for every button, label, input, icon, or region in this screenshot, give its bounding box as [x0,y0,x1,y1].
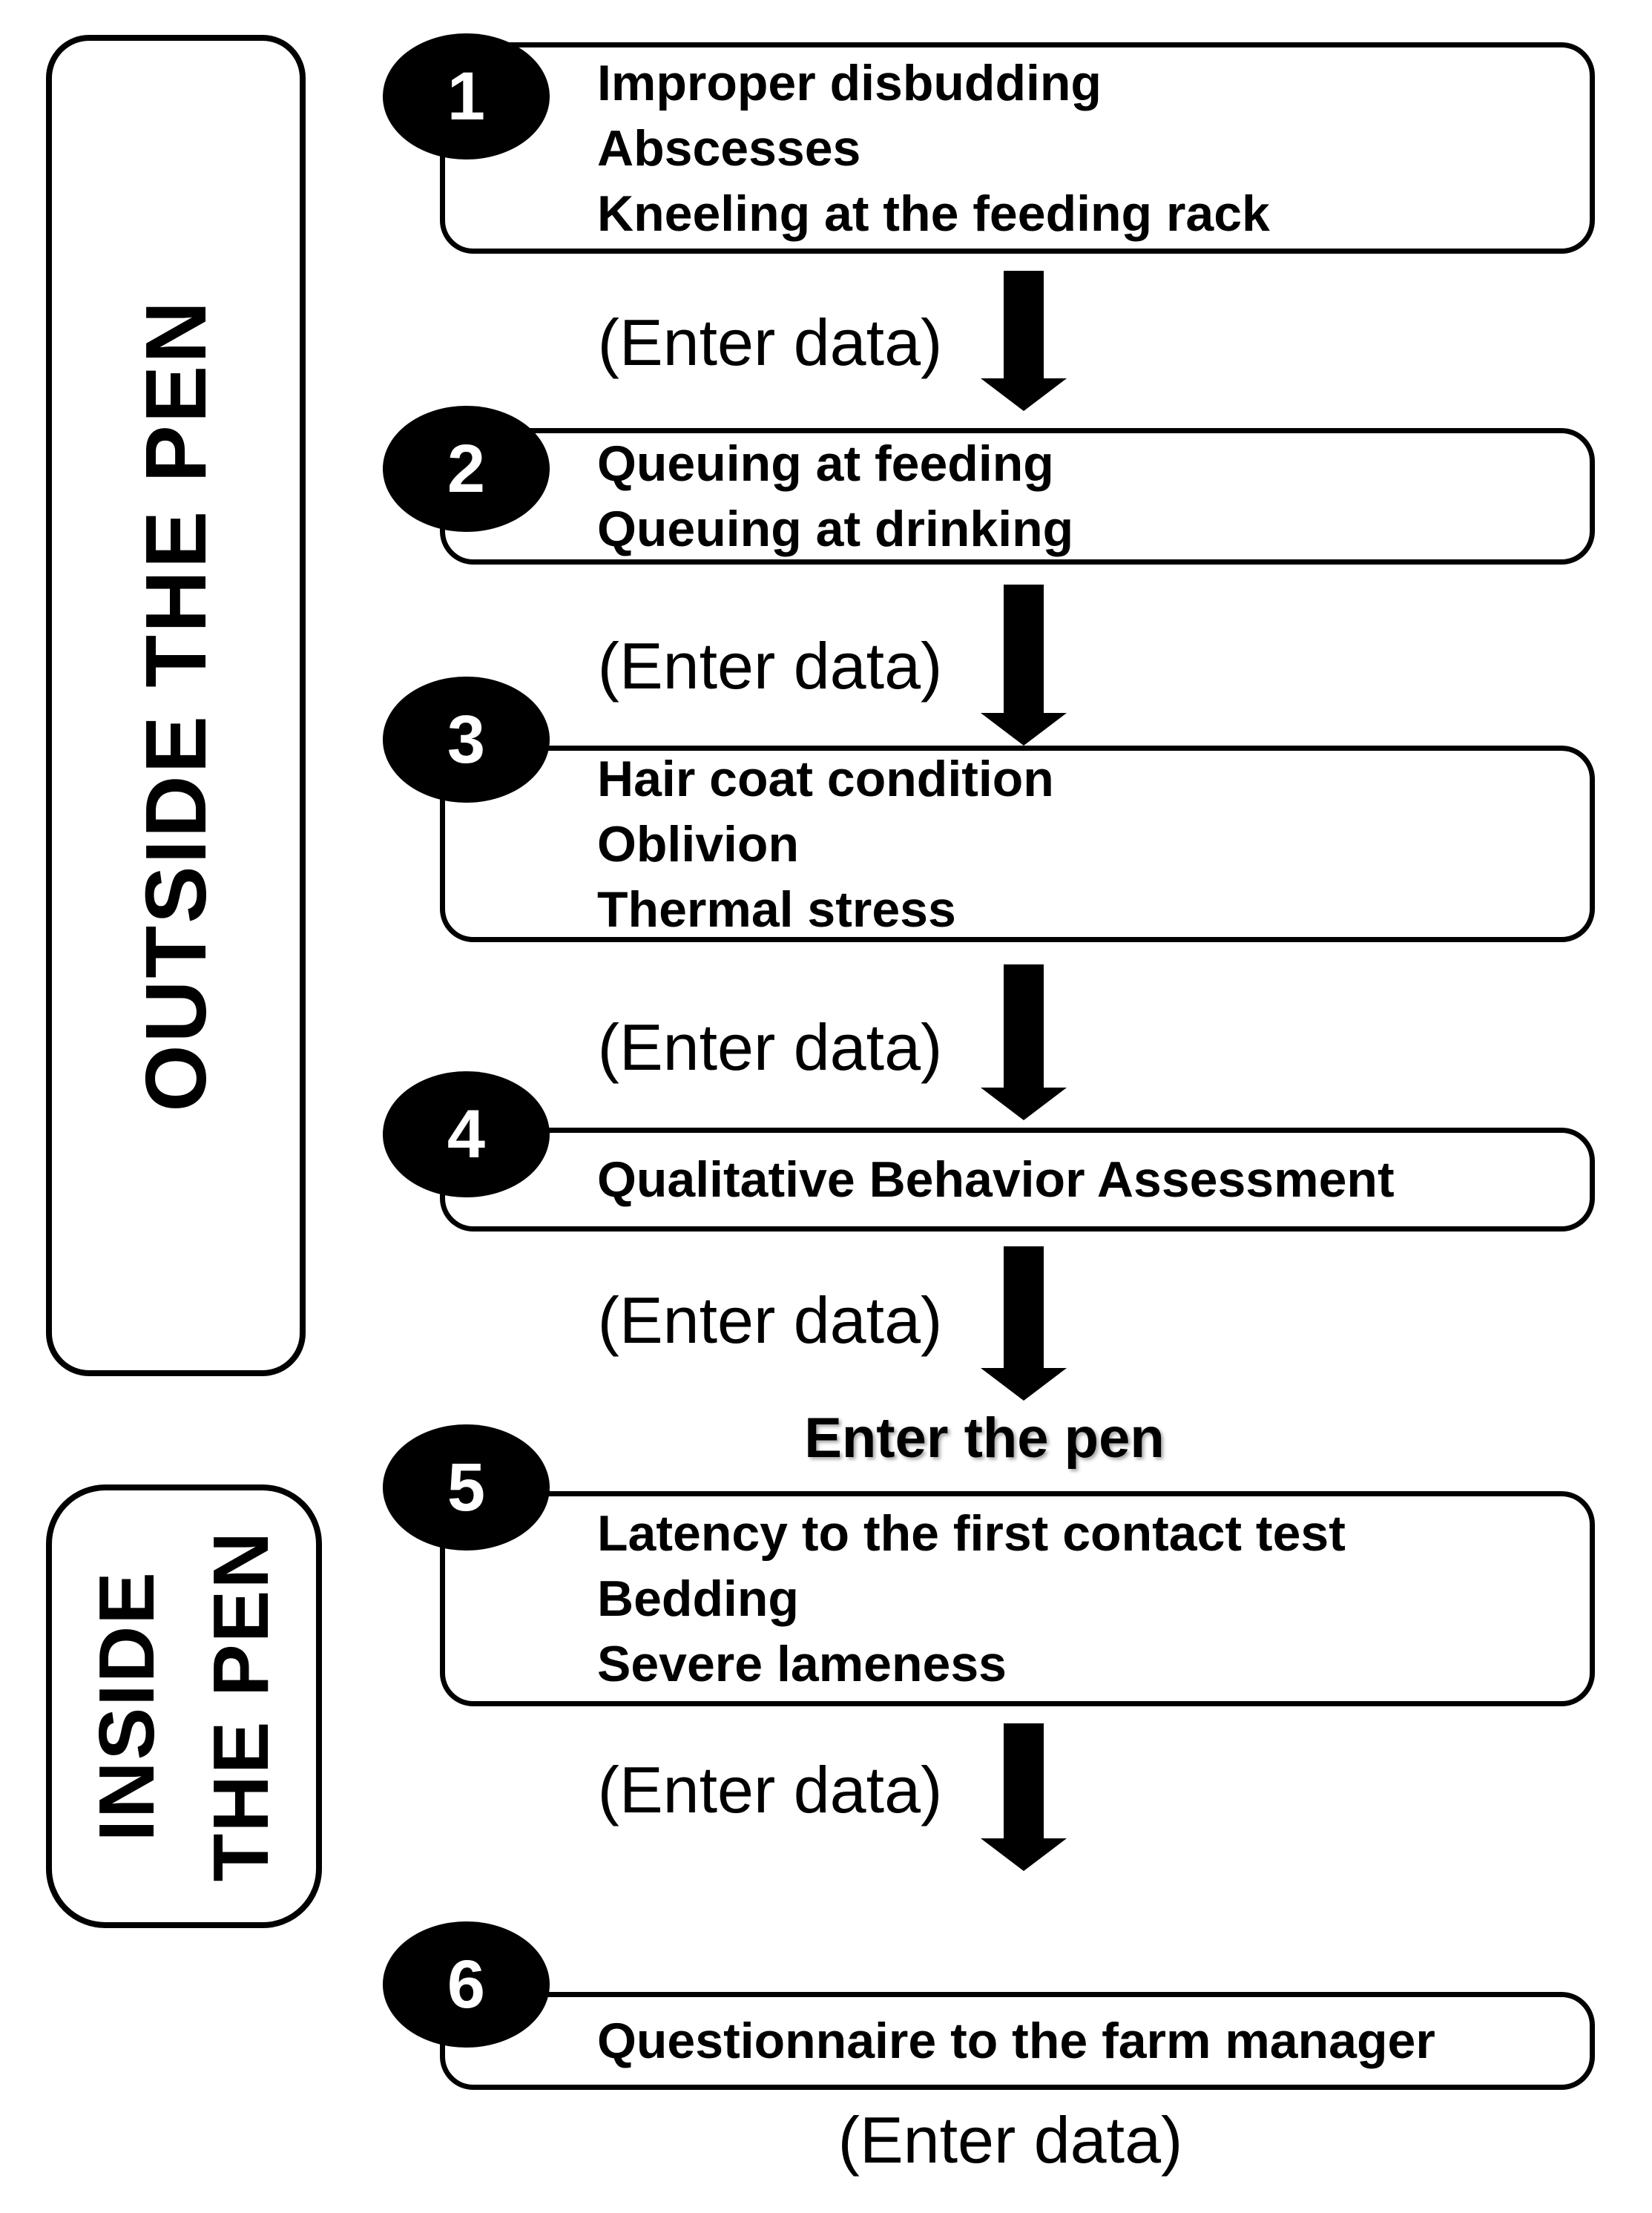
flow-arrow-3 [981,964,1067,1120]
inside-pen-label-line-1: INSIDE [83,1571,171,1842]
step-1-item-1: Improper disbudding [597,54,1102,111]
enter-data-label-6: (Enter data) [837,2103,1183,2177]
step-2-item-2: Queuing at drinking [597,501,1074,557]
step-box-6: Questionnaire to the farm manager [440,1992,1595,2090]
arrow-shaft [1004,964,1044,1088]
outside-pen-label: OUTSIDE THE PEN [128,299,224,1112]
flow-arrow-2 [981,585,1067,746]
arrow-shaft [1004,585,1044,713]
step-number-6: 6 [447,1947,486,2022]
step-5-item-3: Severe lameness [597,1636,1007,1692]
step-number-badge-6: 6 [383,1921,550,2048]
step-box-4: Qualitative Behavior Assessment [440,1128,1595,1232]
step-4-item-1: Qualitative Behavior Assessment [597,1151,1395,1208]
step-box-5: Latency to the first contact test Beddin… [440,1491,1595,1706]
step-6-item-1: Questionnaire to the farm manager [597,2013,1435,2069]
step-number-badge-3: 3 [383,677,550,803]
step-number-5: 5 [447,1450,486,1525]
flow-arrow-1 [981,271,1067,411]
enter-data-label-5: (Enter data) [597,1753,943,1826]
step-number-3: 3 [447,702,486,777]
step-2-item-1: Queuing at feeding [597,435,1054,492]
arrow-shaft [1004,1723,1044,1838]
step-number-badge-2: 2 [383,406,550,532]
side-panel-inside-the-pen: INSIDE THE PEN [46,1484,322,1928]
flow-arrow-4 [981,1246,1067,1401]
step-number-badge-5: 5 [383,1424,550,1551]
step-number-4: 4 [447,1096,486,1172]
arrow-shaft [1004,1246,1044,1368]
enter-data-label-1: (Enter data) [597,306,943,379]
arrow-head [981,1088,1067,1120]
step-3-item-2: Oblivion [597,815,799,872]
enter-the-pen-label: Enter the pen [804,1407,1165,1470]
step-number-1: 1 [447,59,486,134]
arrow-head [981,378,1067,411]
arrow-shaft [1004,271,1044,378]
step-5-item-2: Bedding [597,1571,799,1627]
step-5-item-1: Latency to the first contact test [597,1505,1346,1562]
flow-arrow-5 [981,1723,1067,1871]
step-3-item-3: Thermal stress [597,881,956,938]
step-number-badge-4: 4 [383,1071,550,1197]
step-number-badge-1: 1 [383,33,550,160]
arrow-head [981,1368,1067,1401]
step-box-1: Improper disbudding Abscesses Kneeling a… [440,42,1595,254]
enter-data-label-2: (Enter data) [597,629,943,703]
side-panel-outside-the-pen: OUTSIDE THE PEN [46,35,306,1376]
step-1-item-3: Kneeling at the feeding rack [597,185,1270,242]
step-3-item-1: Hair coat condition [597,750,1054,807]
enter-data-label-3: (Enter data) [597,1010,943,1084]
step-box-3: Hair coat condition Oblivion Thermal str… [440,746,1595,942]
step-number-2: 2 [447,431,486,507]
step-box-2: Queuing at feeding Queuing at drinking [440,428,1595,565]
arrow-head [981,1838,1067,1871]
arrow-head [981,713,1067,746]
enter-data-label-4: (Enter data) [597,1283,943,1357]
step-1-item-2: Abscesses [597,119,861,177]
inside-pen-label-line-2: THE PEN [197,1530,285,1882]
